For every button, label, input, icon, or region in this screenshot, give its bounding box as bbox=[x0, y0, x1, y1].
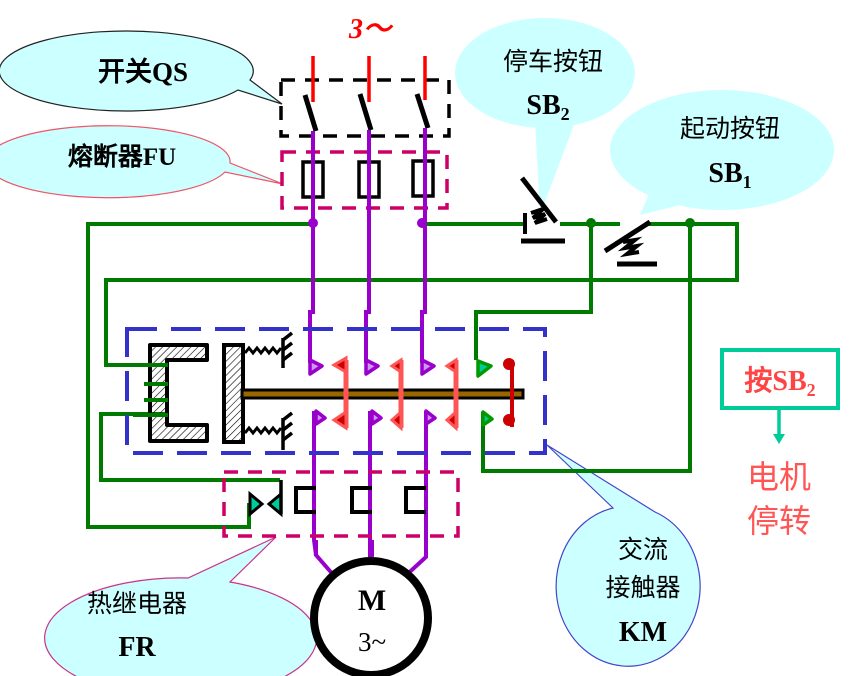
qs-switch bbox=[279, 56, 451, 138]
km-contactor bbox=[125, 327, 547, 455]
motor-phase-label: 3~ bbox=[358, 627, 386, 657]
callout-fu: 熔断器FU bbox=[0, 125, 284, 199]
motor-label: M bbox=[358, 584, 386, 617]
junction-dot bbox=[685, 218, 695, 228]
callout-sb1-line1: 起动按钮 bbox=[680, 114, 780, 143]
callout-sb2-line2: SB2 bbox=[526, 90, 569, 124]
callout-qs: 开关QS bbox=[0, 30, 283, 112]
callout-km-line2: 接触器 bbox=[605, 573, 680, 602]
callout-km-line3: KM bbox=[619, 617, 667, 648]
action-result-line1: 电机 bbox=[747, 458, 811, 496]
junction-dot bbox=[308, 218, 318, 228]
sb1-start-button[interactable] bbox=[603, 219, 657, 267]
callout-sb2: 停车按钮 SB2 bbox=[455, 18, 635, 215]
callout-sb2-line1: 停车按钮 bbox=[503, 47, 603, 76]
callout-fu-text: 熔断器FU bbox=[68, 142, 176, 171]
callout-fr-line2: FR bbox=[118, 632, 156, 663]
action-box-text: 按SB2 bbox=[744, 364, 815, 400]
supply-label: 3～ bbox=[348, 14, 394, 45]
motor: M 3~ bbox=[310, 557, 432, 676]
callout-km-line1: 交流 bbox=[618, 535, 668, 564]
fr-thermal-relay bbox=[222, 470, 460, 538]
callout-fr-line1: 热继电器 bbox=[87, 589, 187, 618]
sb2-stop-button[interactable] bbox=[520, 176, 565, 244]
control-circuit-wiring bbox=[86, 222, 739, 529]
callout-sb1-line2: SB1 bbox=[708, 158, 751, 192]
action-result-line2: 停转 bbox=[747, 502, 811, 540]
callout-sb1: 起动按钮 SB1 bbox=[610, 90, 834, 215]
fu-fuses bbox=[280, 150, 449, 210]
callout-fr: 热继电器 FR bbox=[44, 536, 318, 676]
callout-km: 交流 接触器 KM bbox=[546, 444, 701, 667]
callout-qs-text: 开关QS bbox=[98, 57, 188, 87]
action-note: 按SB2 电机 停转 bbox=[720, 348, 840, 540]
junction-dot bbox=[417, 218, 427, 228]
junction-dot bbox=[586, 218, 596, 228]
